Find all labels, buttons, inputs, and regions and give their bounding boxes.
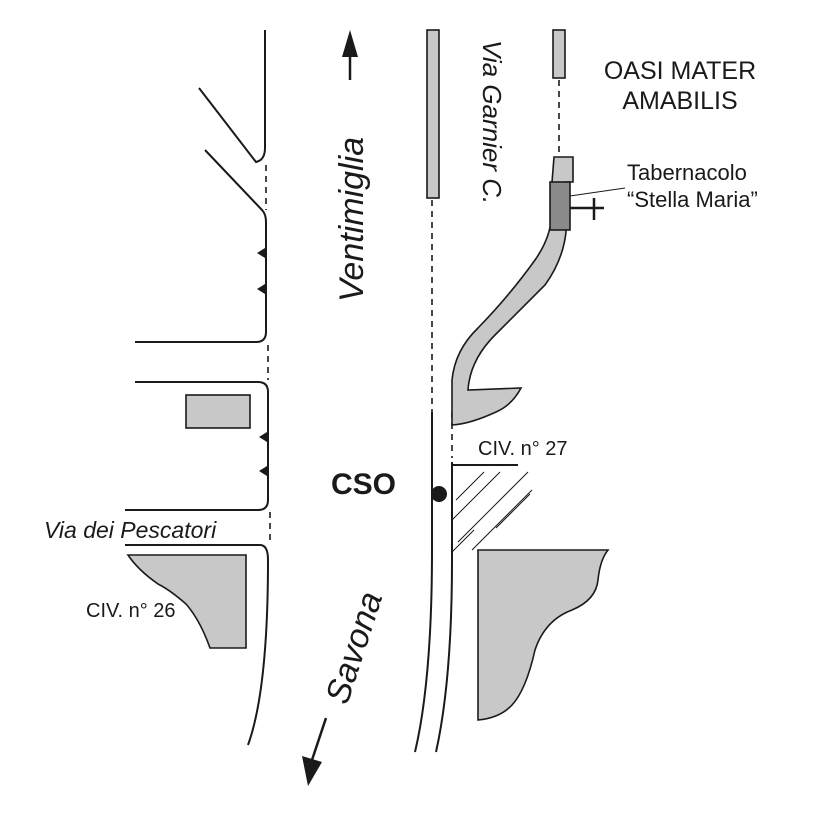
civ-26-label: CIV. n° 26 [86,600,176,622]
location-dot-icon [431,486,447,502]
tabernacolo-label-line2: “Stella Maria” [627,187,758,212]
central-road [414,29,453,753]
curved-building [451,156,574,426]
curb-markers [257,248,267,476]
building-bottom-right [477,549,610,721]
savona-label: Savona [318,587,390,708]
arrow-down-icon [302,717,328,786]
tabernacolo-label-line1: Tabernacolo [627,160,747,185]
oasi-label-line1: OASI MATER [604,57,756,85]
building-top-right [552,29,566,79]
arrow-up-icon [342,30,358,80]
building-left [185,394,251,429]
via-garnier-label: Via Garnier C. [477,40,507,204]
tabernacolo-leader-line [569,187,626,197]
via-pescatori-label: Via dei Pescatori [44,517,217,543]
ventimiglia-label: Ventimiglia [333,137,371,302]
building-civ-26 [126,554,247,649]
cross-icon [570,198,604,220]
tabernacolo-building [549,181,571,231]
hatched-area [451,464,533,553]
oasi-label-line2: AMABILIS [622,87,737,115]
civ-27-label: CIV. n° 27 [478,438,568,460]
cso-label: CSO [331,468,396,501]
left-street-edge [125,30,271,746]
